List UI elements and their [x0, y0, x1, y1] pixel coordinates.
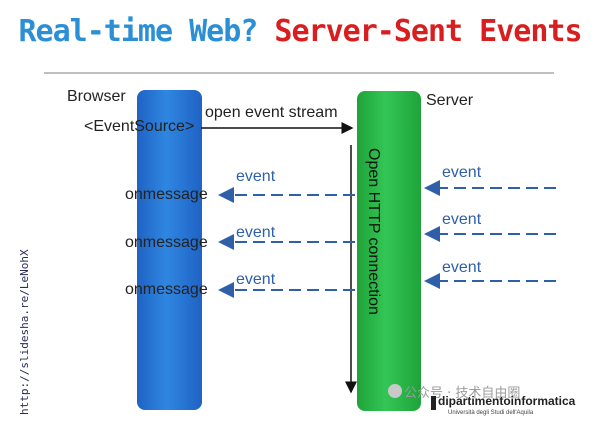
logo-name: dipartimentoinformatica — [438, 394, 576, 408]
server-event-label-3: event — [442, 259, 482, 276]
onmessage-label-2: onmessage — [125, 234, 208, 251]
wechat-icon — [388, 384, 402, 398]
browser-label: Browser — [67, 88, 126, 105]
onmessage-label-3: onmessage — [125, 281, 208, 298]
server-event-label-2: event — [442, 211, 482, 228]
source-link[interactable]: http://slidesha.re/LeNohX — [18, 249, 31, 415]
title-part-1: Real-time Web? — [18, 14, 258, 49]
title-part-2: Server-Sent Events — [274, 14, 582, 49]
server-label: Server — [426, 92, 474, 109]
slide-title: Real-time Web? Server-Sent Events — [0, 14, 600, 49]
browser-event-label-2: event — [236, 224, 276, 241]
browser-event-label-1: event — [236, 168, 276, 185]
server-event-label-1: event — [442, 164, 482, 181]
browser-lifeline — [137, 90, 202, 410]
server-lifeline — [357, 91, 421, 411]
title-divider — [44, 72, 554, 74]
open-stream-label: open event stream — [205, 104, 338, 121]
logo-subtitle: Università degli Studi dell'Aquila — [448, 410, 534, 416]
logo-mark — [431, 396, 436, 410]
eventsource-label: <EventSource> — [84, 118, 195, 135]
browser-event-label-3: event — [236, 271, 276, 288]
onmessage-label-1: onmessage — [125, 186, 208, 203]
http-connection-label: Open HTTP connection — [365, 148, 382, 315]
